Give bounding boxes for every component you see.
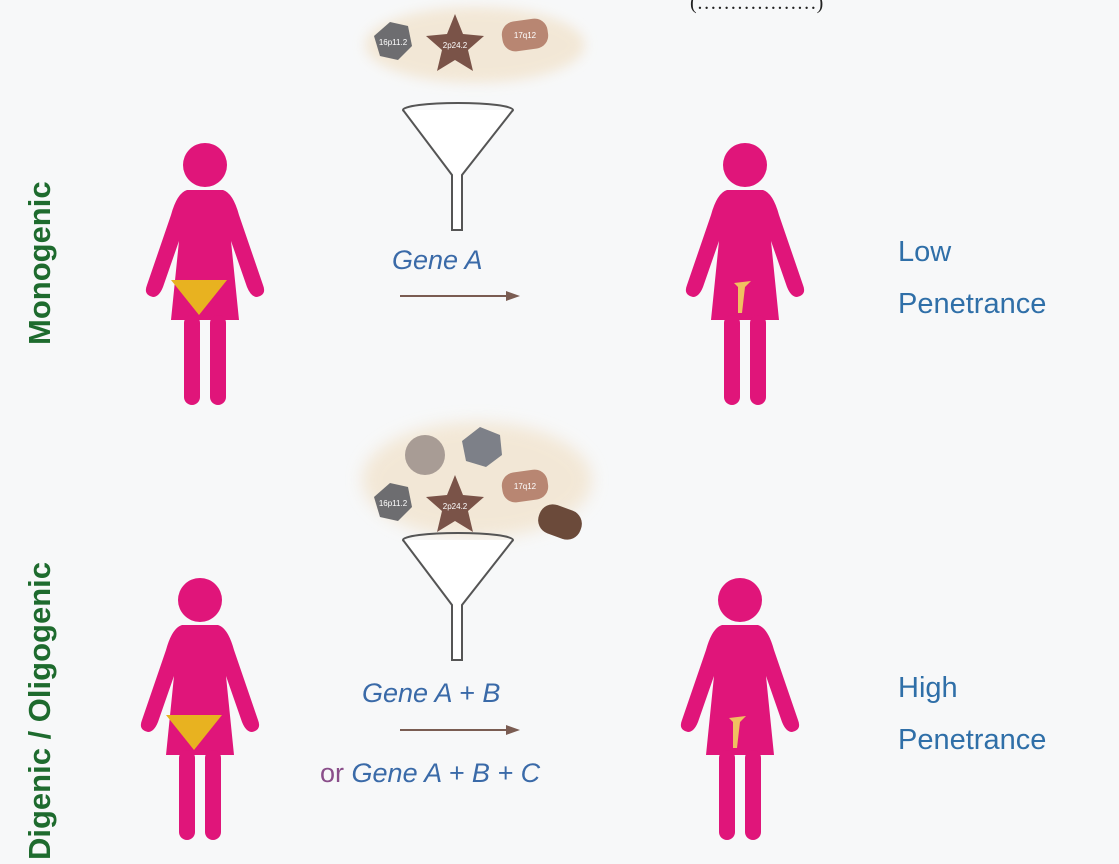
- arrow-icon: [398, 722, 523, 738]
- outcome-monogenic: Low Penetrance: [898, 226, 1046, 330]
- outcome-line2: Penetrance: [898, 714, 1046, 766]
- variant-tag-3: 17q12: [514, 31, 537, 40]
- top-caption: (………………): [690, 0, 823, 15]
- variant-tag-3: 17q12: [514, 482, 537, 491]
- gene-or-text: or: [320, 758, 344, 788]
- row-label-oligogenic: Digenic / Oligogenic: [22, 562, 58, 860]
- gene-label-alt: or Gene A + B + C: [320, 758, 540, 789]
- gene-label-monogenic: Gene A: [392, 245, 483, 276]
- variant-group-oligogenic: 16p11.2 2p24.2 17q12: [360, 415, 595, 545]
- woman-icon: [130, 570, 270, 845]
- arrow-icon: [398, 288, 523, 304]
- variant-tag-1: 16p11.2: [379, 499, 408, 508]
- woman-icon: [675, 135, 815, 410]
- funnel-icon: [400, 100, 520, 235]
- variant-tag-2: 2p24.2: [443, 41, 468, 50]
- row-label-monogenic: Monogenic: [22, 181, 58, 345]
- outcome-line2: Penetrance: [898, 278, 1046, 330]
- funnel-icon: [400, 530, 520, 665]
- gene-label-oligogenic: Gene A + B: [362, 678, 500, 709]
- gene-alt-text: Gene A + B + C: [352, 758, 541, 788]
- outcome-oligogenic: High Penetrance: [898, 662, 1046, 766]
- variant-group-monogenic: 16p11.2 2p24.2 17q12: [360, 0, 590, 90]
- variant-tag-1: 16p11.2: [379, 38, 408, 47]
- woman-icon: [670, 570, 810, 845]
- woman-icon: [135, 135, 275, 410]
- outcome-line1: Low: [898, 226, 1046, 278]
- outcome-line1: High: [898, 662, 1046, 714]
- variant-tag-2: 2p24.2: [443, 502, 468, 511]
